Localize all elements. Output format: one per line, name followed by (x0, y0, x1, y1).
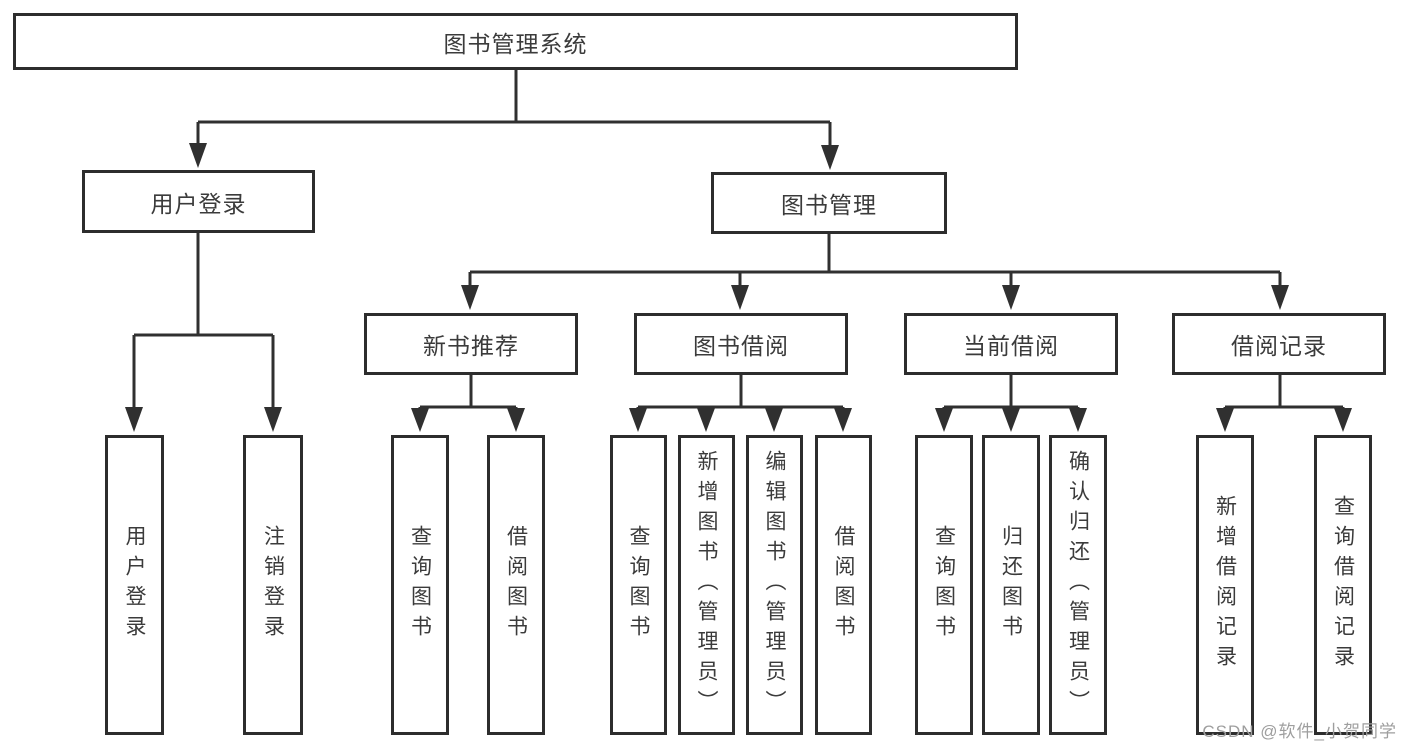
node-leaf-current-query-book: 查询图书 (915, 435, 973, 735)
node-leaf-add-book-admin-label: 新增图书（管理员） (695, 450, 718, 720)
node-leaf-recommend-query-book-label: 查询图书 (408, 525, 432, 645)
node-leaf-borrow-query-book: 查询图书 (610, 435, 667, 735)
arrowhead-down (1334, 408, 1352, 432)
arrowhead-down (1002, 285, 1020, 310)
node-borrow-record: 借阅记录 (1172, 313, 1386, 375)
node-current-borrow-label: 当前借阅 (963, 333, 1059, 359)
connector-new-book-children (411, 375, 525, 432)
node-current-borrow: 当前借阅 (904, 313, 1118, 375)
node-leaf-confirm-return-admin: 确认归还（管理员） (1049, 435, 1107, 735)
node-leaf-confirm-return-admin-label: 确认归还（管理员） (1066, 450, 1090, 720)
arrowhead-down (1069, 408, 1087, 432)
arrowhead-down (1002, 408, 1020, 432)
arrowhead-down (935, 408, 953, 432)
arrowhead-down (834, 408, 852, 432)
node-user-login-label: 用户登录 (150, 190, 247, 217)
connector-root-to-level2 (189, 70, 839, 170)
arrowhead-down (264, 407, 282, 432)
node-borrow-record-label: 借阅记录 (1231, 333, 1327, 359)
node-leaf-recommend-borrow-book: 借阅图书 (487, 435, 545, 735)
connector-book-borrow-children (629, 375, 852, 432)
node-leaf-edit-book-admin-label: 编辑图书（管理员） (763, 450, 786, 720)
node-book-management: 图书管理 (711, 172, 947, 234)
node-leaf-logout-label: 注销登录 (261, 525, 285, 645)
node-user-login: 用户登录 (82, 170, 315, 233)
arrowhead-down (1271, 285, 1289, 310)
connector-borrow-record-children (1216, 375, 1352, 432)
node-leaf-borrow-query-book-label: 查询图书 (627, 525, 650, 645)
arrowhead-down (629, 408, 647, 432)
node-leaf-recommend-query-book: 查询图书 (391, 435, 449, 735)
arrowhead-down (1216, 408, 1234, 432)
arrowhead-down (189, 143, 207, 168)
node-leaf-recommend-borrow-book-label: 借阅图书 (504, 525, 528, 645)
node-root-label: 图书管理系统 (443, 30, 588, 57)
node-leaf-borrow-book-label: 借阅图书 (832, 525, 855, 645)
connector-book-management-children (461, 234, 1289, 310)
node-leaf-current-query-book-label: 查询图书 (932, 525, 956, 645)
arrowhead-down (731, 285, 749, 310)
node-leaf-edit-book-admin: 编辑图书（管理员） (746, 435, 803, 735)
node-new-book-recommend: 新书推荐 (364, 313, 578, 375)
node-leaf-add-borrow-record: 新增借阅记录 (1196, 435, 1254, 735)
connector-current-borrow-children (935, 375, 1087, 432)
arrowhead-down (507, 408, 525, 432)
connector-user-login-children (125, 233, 282, 432)
node-leaf-query-borrow-record: 查询借阅记录 (1314, 435, 1372, 735)
node-book-borrow-label: 图书借阅 (693, 333, 789, 359)
node-root: 图书管理系统 (13, 13, 1018, 70)
arrowhead-down (411, 408, 429, 432)
node-new-book-recommend-label: 新书推荐 (423, 333, 519, 359)
node-leaf-query-borrow-record-label: 查询借阅记录 (1331, 495, 1355, 675)
node-leaf-user-login: 用户登录 (105, 435, 164, 735)
arrowhead-down (461, 285, 479, 310)
arrowhead-down (821, 145, 839, 170)
node-book-management-label: 图书管理 (781, 192, 877, 218)
node-leaf-borrow-book: 借阅图书 (815, 435, 872, 735)
node-leaf-user-login-label: 用户登录 (123, 525, 146, 645)
node-leaf-return-book: 归还图书 (982, 435, 1040, 735)
node-leaf-logout: 注销登录 (243, 435, 303, 735)
arrowhead-down (125, 407, 143, 432)
csdn-watermark: CSDN @软件_小贺同学 (1202, 722, 1397, 741)
node-leaf-return-book-label: 归还图书 (999, 525, 1023, 645)
node-leaf-add-borrow-record-label: 新增借阅记录 (1213, 495, 1237, 675)
arrowhead-down (765, 408, 783, 432)
node-leaf-add-book-admin: 新增图书（管理员） (678, 435, 735, 735)
arrowhead-down (697, 408, 715, 432)
node-book-borrow: 图书借阅 (634, 313, 848, 375)
